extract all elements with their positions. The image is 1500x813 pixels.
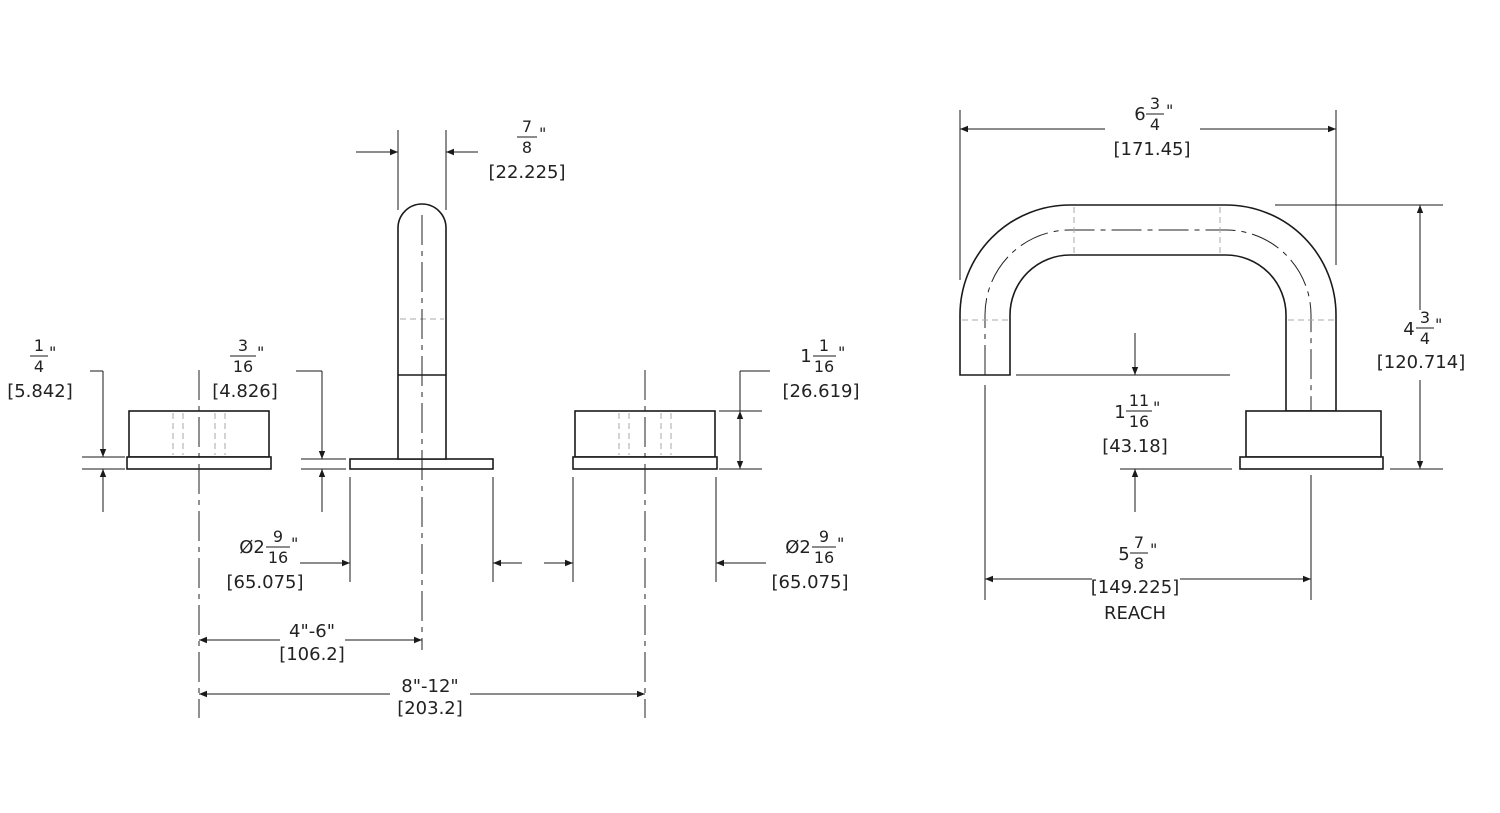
frac-num: 9 [819, 527, 829, 546]
metric-label: [22.225] [488, 162, 565, 183]
metric-label: [171.45] [1113, 139, 1190, 160]
dim-handle-height: 1 1 16 " [26.619] [719, 336, 860, 470]
metric-label: [5.842] [7, 381, 73, 402]
diameter-prefix: Ø2 [785, 537, 811, 558]
dim-center-4-6: 4"-6" [106.2] [199, 621, 422, 665]
frac-num: 7 [1134, 533, 1144, 552]
unit: " [837, 534, 844, 553]
metric-label: [26.619] [782, 381, 859, 402]
unit: " [838, 343, 845, 362]
dim-center-8-12: 8"-12" [203.2] [199, 676, 645, 719]
center-label: 4"-6" [289, 621, 335, 642]
metric-label: [65.075] [771, 572, 848, 593]
frac-num: 3 [1150, 94, 1160, 113]
dim-handle-base-left: 1 4 " [5.842] [7, 336, 125, 512]
frac-num: 7 [522, 117, 532, 136]
unit: " [1150, 540, 1157, 559]
unit: " [291, 534, 298, 553]
metric-label: [106.2] [279, 644, 345, 665]
unit: " [49, 343, 56, 362]
center-label: 8"-12" [401, 676, 458, 697]
right-handle [572, 370, 718, 718]
whole: 1 [800, 346, 811, 367]
frac-num: 1 [819, 336, 829, 355]
whole: 6 [1134, 104, 1145, 125]
frac-den: 4 [34, 357, 44, 376]
whole: 1 [1114, 402, 1125, 423]
front-spout [349, 203, 494, 650]
dim-spout-width: 7 8 " [22.225] [356, 117, 566, 210]
metric-label: [120.714] [1377, 352, 1465, 373]
whole: 4 [1403, 319, 1414, 340]
side-view: 6 3 4 " [171.45] 4 3 4 " [120.714] 1 [959, 94, 1465, 624]
dim-spout-clearance: 1 11 16 " [43.18] [1016, 333, 1232, 512]
diameter-prefix: Ø2 [239, 537, 265, 558]
frac-den: 16 [268, 548, 288, 567]
metric-label: [4.826] [212, 381, 278, 402]
frac-den: 4 [1150, 115, 1160, 134]
metric-label: [65.075] [226, 572, 303, 593]
frac-den: 16 [814, 548, 834, 567]
metric-label: [203.2] [397, 698, 463, 719]
frac-den: 16 [233, 357, 253, 376]
frac-num: 3 [1420, 308, 1430, 327]
metric-label: [149.225] [1091, 577, 1179, 598]
unit: " [1166, 101, 1173, 120]
front-view: 7 8 " [22.225] 1 4 " [5.842] 3 [7, 117, 859, 719]
left-handle [126, 370, 272, 718]
dim-hole-left: Ø2 9 16 " [65.075] [226, 477, 522, 593]
dim-base-plate: 3 16 " [4.826] [212, 336, 346, 512]
reach-caption: REACH [1104, 603, 1166, 624]
frac-den: 16 [1129, 412, 1149, 431]
frac-den: 16 [814, 357, 834, 376]
side-spout [959, 204, 1384, 470]
frac-num: 1 [34, 336, 44, 355]
unit: " [257, 343, 264, 362]
dim-reach: 5 7 8 " [149.225] REACH [984, 385, 1312, 624]
frac-num: 11 [1129, 391, 1149, 410]
whole: 5 [1118, 544, 1129, 565]
metric-label: [43.18] [1102, 436, 1168, 457]
frac-num: 9 [273, 527, 283, 546]
dim-spout-length: 6 3 4 " [171.45] [959, 94, 1337, 280]
frac-den: 8 [522, 138, 532, 157]
dim-hole-right: Ø2 9 16 " [65.075] [544, 477, 849, 593]
unit: " [539, 124, 546, 143]
frac-den: 4 [1420, 329, 1430, 348]
unit: " [1153, 398, 1160, 417]
dim-spout-height: 4 3 4 " [120.714] [1275, 204, 1465, 470]
unit: " [1435, 315, 1442, 334]
frac-den: 8 [1134, 554, 1144, 573]
frac-num: 3 [238, 336, 248, 355]
